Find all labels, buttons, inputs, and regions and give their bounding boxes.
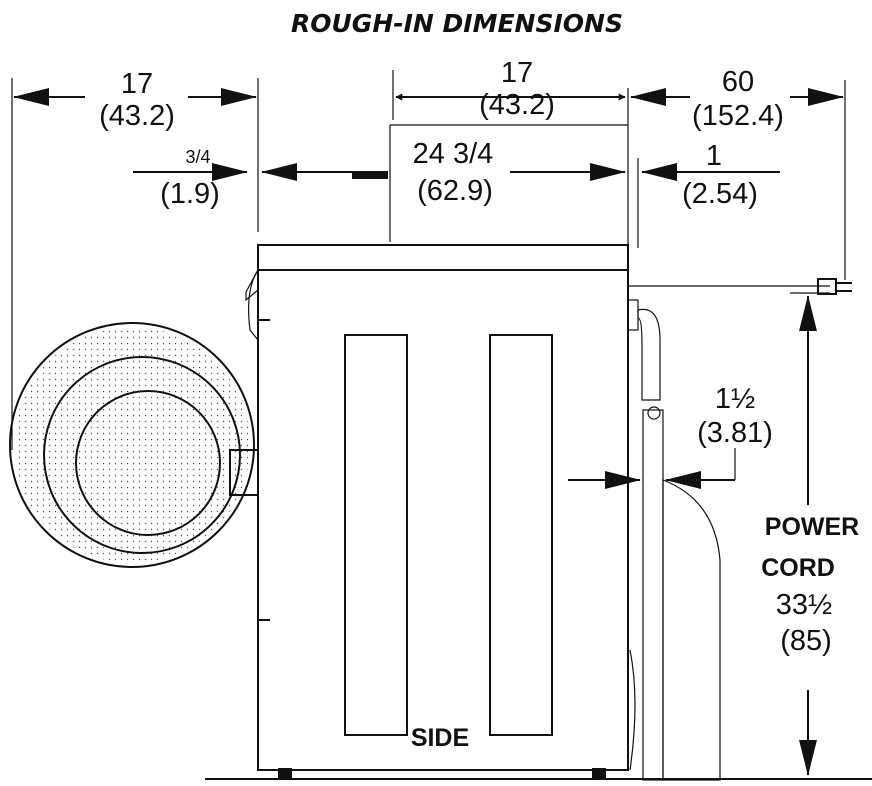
top-depth-inches: 17 xyxy=(501,57,533,89)
door-offset-cm: (1.9) xyxy=(160,178,220,210)
wall-and-duct xyxy=(629,406,721,781)
wall-section xyxy=(662,479,721,781)
door-glass xyxy=(75,390,221,536)
foot-right xyxy=(592,768,606,778)
cabinet-depth-dimension: 24 3/4 (62.9) xyxy=(261,138,626,207)
rear-gap-inches: 1 xyxy=(706,140,722,172)
dryer-cabinet xyxy=(257,269,629,771)
cord-height-cm: (85) xyxy=(780,625,832,657)
duct-cap xyxy=(647,406,661,420)
exhaust-assembly xyxy=(627,278,852,401)
cabinet-depth-cm: (62.9) xyxy=(417,175,493,207)
rear-gap-cm: (2.54) xyxy=(682,178,758,210)
foot-left xyxy=(278,768,292,778)
right-cord-dimension: 60 (152.4) xyxy=(630,66,846,280)
exhaust-duct xyxy=(642,409,664,781)
side-panel-right xyxy=(489,334,553,736)
cord-label-line1: POWER xyxy=(765,513,859,541)
side-panel-left xyxy=(344,334,408,736)
top-depth-dimension: 17 (43.2) xyxy=(395,57,626,121)
plug-body xyxy=(817,278,837,295)
wall-gap-inches: 1½ xyxy=(715,383,755,415)
side-label: SIDE xyxy=(411,724,469,752)
cabinet-depth-inches: 24 3/4 xyxy=(413,138,494,170)
right-cord-inches: 60 xyxy=(722,66,754,98)
door-hinge xyxy=(229,449,259,496)
door-offset-inches: 3/4 xyxy=(185,147,210,167)
vent-elbow xyxy=(637,308,661,401)
flex-duct-edge xyxy=(629,649,636,771)
right-cord-cm: (152.4) xyxy=(692,100,784,132)
dryer-top-panel xyxy=(257,244,629,271)
left-clearance-dimension: 17 (43.2) xyxy=(11,68,257,450)
top-depth-cm: (43.2) xyxy=(479,89,555,121)
control-console xyxy=(248,269,259,341)
wall-gap-dimension: 1½ (3.81) xyxy=(568,383,773,489)
dryer-door xyxy=(9,322,259,568)
wall-gap-cm: (3.81) xyxy=(697,417,773,449)
cord-label-line2: CORD xyxy=(761,554,835,582)
exhaust-outlet xyxy=(627,299,639,331)
cord-height-inches: 33½ xyxy=(776,589,832,621)
dryer-side-view: SIDE xyxy=(245,244,629,778)
door-middle-ring xyxy=(43,356,241,554)
left-clearance-cm: (43.2) xyxy=(99,100,175,132)
door-latch-mark xyxy=(352,171,388,179)
door-outer-ring xyxy=(9,322,255,568)
cord-height-dimension: POWER CORD 33½ (85) xyxy=(761,295,859,776)
left-clearance-inches: 17 xyxy=(121,68,153,100)
door-ring-fill xyxy=(14,327,250,563)
diagram-title: ROUGH-IN DIMENSIONS xyxy=(291,9,623,38)
rear-gap-dimension: 1 (2.54) xyxy=(641,140,780,210)
door-offset-dimension: 3/4 (1.9) xyxy=(133,147,248,210)
